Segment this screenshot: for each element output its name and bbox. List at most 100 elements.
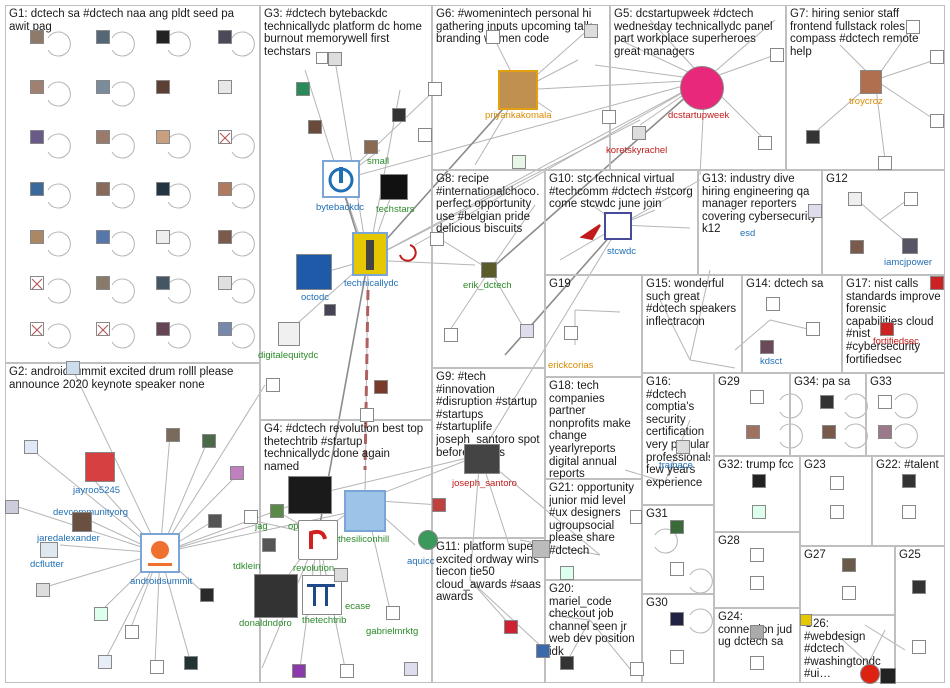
user-node[interactable] (842, 586, 856, 600)
user-node[interactable] (912, 580, 926, 594)
missing-avatar-node[interactable] (30, 322, 44, 336)
user-node[interactable] (504, 620, 518, 634)
user-node[interactable] (520, 324, 534, 338)
user-node[interactable] (218, 322, 232, 336)
donaldndoro-node[interactable] (254, 574, 298, 618)
user-node[interactable] (878, 156, 892, 170)
user-node[interactable] (392, 108, 406, 122)
user-node[interactable] (266, 378, 280, 392)
user-node[interactable] (752, 474, 766, 488)
missing-avatar-node[interactable] (30, 276, 44, 290)
user-node[interactable] (930, 276, 944, 290)
user-node[interactable] (602, 110, 616, 124)
user-node[interactable] (536, 644, 550, 658)
priyankakomala-node[interactable] (498, 70, 538, 110)
user-node[interactable] (560, 566, 574, 580)
user-node[interactable] (30, 230, 44, 244)
user-node[interactable] (902, 474, 916, 488)
user-node[interactable] (632, 126, 646, 140)
user-node[interactable] (676, 440, 690, 454)
user-node[interactable] (94, 607, 108, 621)
missing-avatar-node[interactable] (218, 130, 232, 144)
user-node[interactable] (850, 240, 864, 254)
user-node[interactable] (770, 48, 784, 62)
user-node[interactable] (96, 80, 110, 94)
user-node[interactable] (418, 128, 432, 142)
user-node[interactable] (930, 50, 944, 64)
user-node[interactable] (296, 82, 310, 96)
user-node[interactable] (766, 297, 780, 311)
user-node[interactable] (340, 664, 354, 678)
dcstartupweek-node[interactable] (680, 66, 724, 110)
user-node[interactable] (334, 568, 348, 582)
user-node[interactable] (750, 390, 764, 404)
user-node[interactable] (630, 510, 642, 524)
user-node[interactable] (430, 232, 444, 246)
user-node[interactable] (842, 558, 856, 572)
user-node[interactable] (36, 583, 50, 597)
user-node[interactable] (752, 505, 766, 519)
erik-dctech-node[interactable] (481, 262, 497, 278)
user-node[interactable] (806, 130, 820, 144)
user-node[interactable] (30, 130, 44, 144)
user-node[interactable] (24, 440, 38, 454)
bytebackdc-node[interactable] (322, 160, 360, 198)
user-node[interactable] (30, 182, 44, 196)
user-node[interactable] (96, 230, 110, 244)
user-node[interactable] (218, 230, 232, 244)
user-node[interactable] (560, 656, 574, 670)
user-node[interactable] (156, 130, 170, 144)
user-node[interactable] (30, 30, 44, 44)
user-node[interactable] (374, 380, 388, 394)
user-node[interactable] (184, 656, 198, 670)
user-node[interactable] (878, 395, 892, 409)
user-node[interactable] (848, 192, 862, 206)
user-node[interactable] (324, 304, 336, 316)
user-node[interactable] (98, 655, 112, 669)
user-node[interactable] (584, 24, 598, 38)
missing-avatar-node[interactable] (96, 322, 110, 336)
user-node[interactable] (878, 425, 892, 439)
user-node[interactable] (758, 136, 772, 150)
user-node[interactable] (564, 326, 578, 340)
user-node[interactable] (912, 640, 926, 654)
user-node[interactable] (800, 614, 812, 626)
iamcjpower-node[interactable] (902, 238, 918, 254)
user-node[interactable] (860, 664, 880, 684)
technicallydc-node[interactable] (352, 232, 388, 276)
user-node[interactable] (96, 276, 110, 290)
jayroo5245-node[interactable] (85, 452, 115, 482)
optoro-node[interactable] (288, 476, 332, 514)
user-node[interactable] (156, 30, 170, 44)
user-node[interactable] (930, 114, 944, 128)
user-node[interactable] (822, 425, 836, 439)
user-node[interactable] (830, 505, 844, 519)
user-node[interactable] (750, 576, 764, 590)
user-node[interactable] (880, 322, 894, 336)
user-node[interactable] (308, 120, 322, 134)
user-node[interactable] (670, 562, 684, 576)
user-node[interactable] (156, 182, 170, 196)
user-node[interactable] (200, 588, 214, 602)
user-node[interactable] (750, 548, 764, 562)
user-node[interactable] (218, 30, 232, 44)
user-node[interactable] (150, 660, 164, 674)
user-node[interactable] (360, 408, 374, 422)
stcwdc-node[interactable] (604, 212, 632, 240)
joseph-santoro-node[interactable] (464, 444, 500, 474)
user-node[interactable] (262, 538, 276, 552)
user-node[interactable] (156, 276, 170, 290)
user-node[interactable] (316, 52, 328, 64)
aquicc-node[interactable] (418, 530, 438, 550)
user-node[interactable] (830, 476, 844, 490)
user-node[interactable] (880, 668, 896, 684)
user-node[interactable] (806, 322, 820, 336)
user-node[interactable] (428, 82, 442, 96)
user-node[interactable] (156, 230, 170, 244)
dcflutter-node[interactable] (40, 542, 58, 558)
user-node[interactable] (218, 182, 232, 196)
user-node[interactable] (386, 606, 400, 620)
user-node[interactable] (166, 428, 180, 442)
user-node[interactable] (904, 192, 918, 206)
techstars-node[interactable] (380, 174, 408, 200)
